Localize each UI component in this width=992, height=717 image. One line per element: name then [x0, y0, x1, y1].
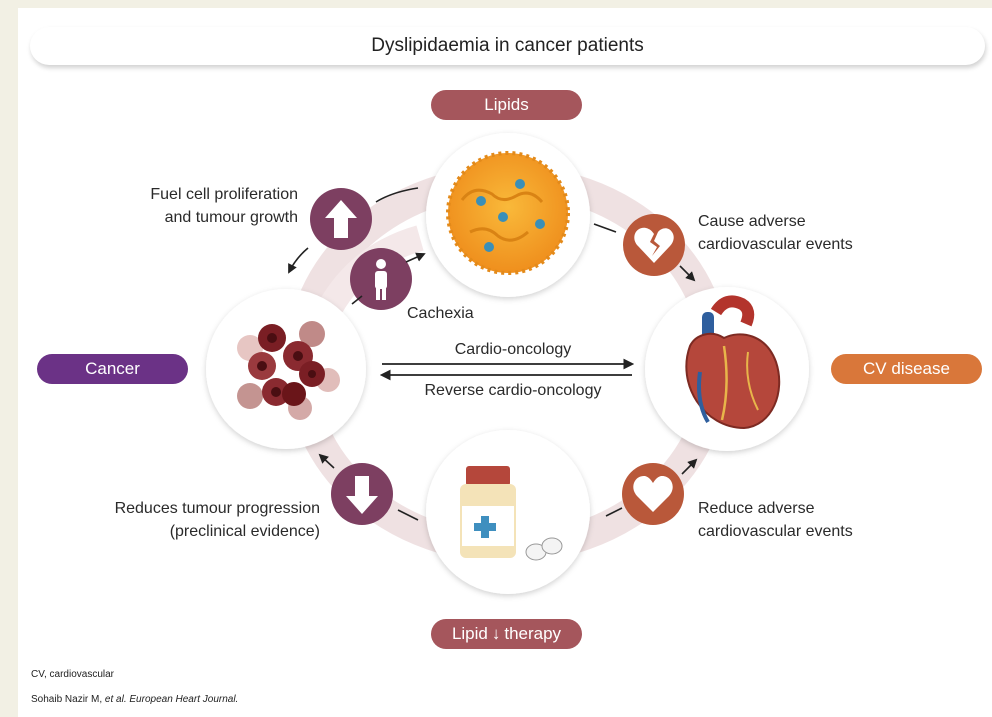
pill-bottle-icon — [460, 466, 563, 561]
footnote-abbr: CV — [31, 669, 44, 680]
therapy-pill-prefix: Lipid — [451, 624, 488, 643]
tumour-cells-icon — [237, 321, 340, 420]
up-arrow-icon — [325, 200, 357, 238]
arrow-cancer-to-cachexia — [351, 295, 363, 305]
lipids-pill-label: Lipids — [484, 95, 529, 114]
arrow-lipids-to-fuel — [375, 187, 419, 203]
cause-label: Cause adverse cardiovascular events — [698, 210, 898, 256]
citation-etal: et al. European Heart Journal. — [104, 694, 239, 705]
reduces-label: Reduces tumour progression (preclinical … — [80, 497, 320, 543]
lipid-particle-icon — [446, 151, 570, 275]
therapy-down-arrow: ↓ — [491, 624, 501, 643]
arrow-cause-to-cv — [679, 265, 696, 282]
figure-title: Dyslipidaemia in cancer patients — [30, 27, 985, 65]
citation-authors: Sohaib Nazir M, — [31, 694, 105, 705]
arrow-lipids-to-cause — [593, 223, 617, 233]
fuel-label: Fuel cell proliferation and tumour growt… — [90, 183, 298, 229]
broken-heart-badge — [623, 214, 685, 276]
cardio-oncology-label: Cardio-oncology — [454, 341, 572, 358]
cv-disease-pill-label: CV disease — [863, 359, 950, 378]
up-arrow-badge — [310, 188, 372, 250]
person-icon — [375, 259, 387, 300]
figure-title-text: Dyslipidaemia in cancer patients — [371, 35, 644, 56]
cachexia-label: Cachexia — [407, 305, 474, 322]
citation: Sohaib Nazir M, et al. European Heart Jo… — [31, 694, 238, 705]
reduces-label-line2: (preclinical evidence) — [169, 523, 320, 540]
heart-badge — [622, 463, 684, 525]
footnote-text: , cardiovascular — [43, 669, 115, 680]
reverse-cardio-oncology-label: Reverse cardio-oncology — [424, 382, 602, 399]
cancer-node — [206, 289, 366, 449]
down-arrow-icon — [346, 476, 378, 514]
broken-heart-icon — [634, 227, 674, 263]
fuel-label-line2: and tumour growth — [164, 209, 298, 226]
arrow-fuel-to-cancer — [288, 247, 309, 274]
cancer-pill-label: Cancer — [85, 359, 140, 378]
reduces-label-line1: Reduces tumour progression — [114, 500, 320, 517]
heart-icon — [633, 475, 673, 512]
arrow-therapy-to-reduces — [397, 509, 419, 521]
cause-label-line1: Cause adverse — [698, 213, 806, 230]
cause-label-line2: cardiovascular events — [698, 236, 853, 253]
cancer-pill: Cancer — [37, 354, 188, 384]
arrow-cachexia-to-lipids — [405, 252, 426, 263]
cv-disease-pill: CV disease — [831, 354, 982, 384]
person-badge — [350, 248, 412, 310]
heart-anatomy-icon — [685, 295, 781, 430]
arrow-reduces-to-cancer — [318, 453, 335, 469]
reduce-label-line1: Reduce adverse — [698, 500, 815, 517]
reduce-label-line2: cardiovascular events — [698, 523, 853, 540]
down-arrow-badge — [331, 463, 393, 525]
lipids-pill: Lipids — [431, 90, 582, 120]
therapy-pill-suffix: therapy — [504, 624, 562, 643]
lipid-therapy-pill: Lipid ↓ therapy — [431, 619, 582, 649]
fuel-label-line1: Fuel cell proliferation — [150, 186, 298, 203]
arrow-therapy-to-reduce — [605, 507, 623, 517]
arrow-reduce-to-cv — [681, 458, 698, 475]
footnote: CV, cardiovascular — [31, 669, 114, 680]
reduce-label: Reduce adverse cardiovascular events — [698, 497, 898, 543]
